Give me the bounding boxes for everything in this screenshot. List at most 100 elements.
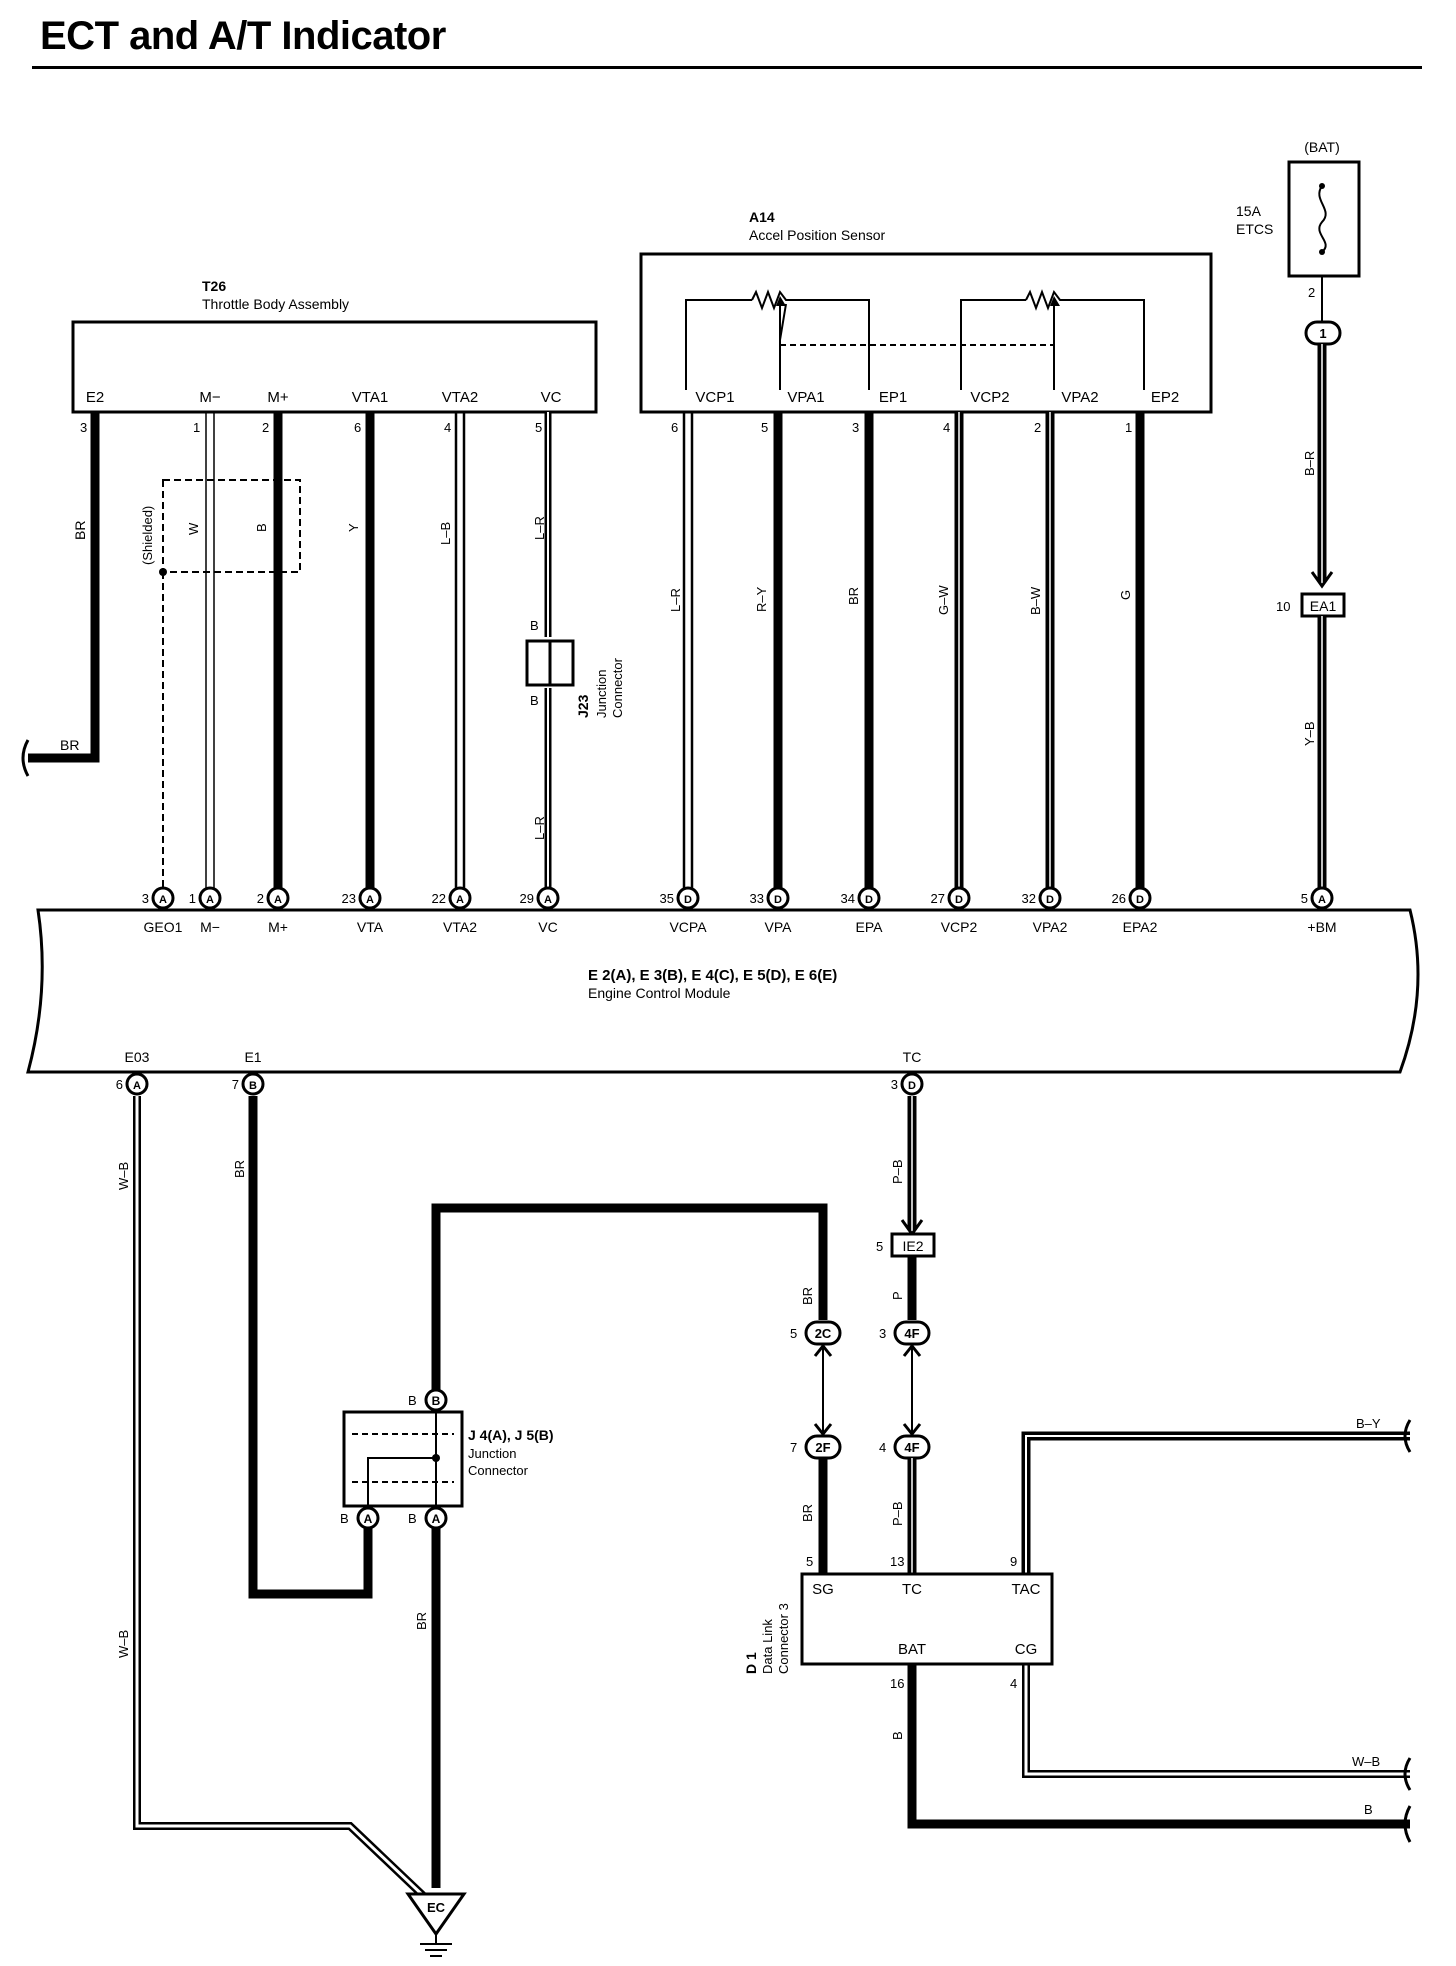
ecm-top-pin: 2 — [257, 891, 264, 906]
ecm-top-terminal: VPA2 — [1033, 919, 1068, 935]
wire-br-out: BR — [60, 737, 79, 753]
dlc-name2: Connector 3 — [776, 1603, 791, 1674]
bm-wires: B–R EA1 10 Y–B — [1276, 344, 1346, 888]
wire-vpa-ry: R–Y — [754, 586, 769, 612]
ecm-top-terminal: EPA2 — [1123, 919, 1158, 935]
ecm-top-pin: 32 — [1022, 891, 1036, 906]
c2c-label: 2C — [815, 1326, 832, 1341]
j4j5-name1: Junction — [468, 1446, 516, 1461]
wire-tac-by: B–Y — [1356, 1416, 1381, 1431]
j-top-pin: B — [408, 1393, 417, 1408]
j-br-conn: A — [432, 1512, 441, 1526]
ecm-top-terminal: VCPA — [669, 919, 707, 935]
wire-m-plus-b: B — [254, 523, 269, 532]
ecm-top-connectors: A3GEO1A1M−A2M+A23VTAA22VTA2A29VCD35VCPAD… — [142, 886, 1337, 935]
ie2-pin: 5 — [876, 1239, 883, 1254]
wire-epa-br: BR — [846, 587, 861, 605]
ecm-top-pin: 35 — [660, 891, 674, 906]
a14-term-vpa2: VPA2 — [1061, 389, 1098, 406]
c2f-label: 2F — [815, 1440, 830, 1455]
j-bl-pin: B — [340, 1511, 349, 1526]
t26-pin-e2: 3 — [80, 420, 87, 435]
ecm-top-pin: 22 — [432, 891, 446, 906]
t26-term-vta2: VTA2 — [442, 389, 478, 406]
shield-box — [162, 479, 301, 573]
c2f-pin: 7 — [790, 1440, 797, 1455]
wire-br-dlc2: BR — [800, 1504, 815, 1522]
dlc-pin-tc: 13 — [890, 1554, 904, 1569]
ecm-bot-terminal: E1 — [244, 1049, 261, 1065]
t26-pin-vta1: 6 — [354, 420, 361, 435]
ie2-label: IE2 — [902, 1238, 923, 1254]
ecm-top-conn-letter: D — [1046, 894, 1054, 906]
c4fa-pin: 3 — [879, 1326, 886, 1341]
t26-term-m-minus: M− — [199, 389, 220, 406]
ecm-top-conn-letter: D — [774, 894, 782, 906]
dlc-term-cg: CG — [1015, 1641, 1038, 1658]
ecm-top-conn-letter: D — [684, 894, 692, 906]
j4j5-name2: Connector — [468, 1463, 529, 1478]
t26-name: Throttle Body Assembly — [202, 296, 349, 312]
dlc-term-tac: TAC — [1012, 1581, 1041, 1598]
wire-br-dlc1: BR — [800, 1287, 815, 1305]
j23-name1: Junction — [594, 670, 609, 718]
t26-wires: BR BR (Shielded) W B Y L–B — [21, 412, 552, 888]
t26-pin-vc: 5 — [535, 420, 542, 435]
ecm-top-terminal: EPA — [856, 919, 884, 935]
ecm-top-conn-letter: A — [206, 894, 214, 906]
ecm-top-connector: A2M+ — [257, 886, 290, 935]
ecm-top-terminal: VC — [538, 919, 557, 935]
j-top-conn: B — [432, 1394, 441, 1408]
j23-pin-top: B — [530, 618, 539, 633]
dlc-pin-cg: 4 — [1010, 1676, 1017, 1691]
ecm-top-conn-letter: A — [544, 894, 552, 906]
dlc-term-tc: TC — [902, 1581, 922, 1598]
ecm-bot-pin: 6 — [116, 1077, 123, 1092]
fuse-etcs: (BAT) 15A ETCS 2 1 — [1236, 139, 1361, 346]
wire-epa2-g: G — [1118, 590, 1133, 600]
ea1-label: EA1 — [1310, 598, 1337, 614]
ecm-top-terminal: GEO1 — [144, 919, 183, 935]
ground-label: EC — [427, 1900, 446, 1915]
t26-term-vc: VC — [541, 389, 562, 406]
bat-label: (BAT) — [1304, 139, 1340, 155]
wire-b-out: B — [1364, 1802, 1373, 1817]
ecm-name: Engine Control Module — [588, 985, 731, 1001]
wire-vcp2-gw: G–W — [936, 585, 951, 615]
throttle-body-assembly: T26 Throttle Body Assembly E2 M− M+ VTA1… — [71, 278, 598, 435]
wire-vc-lr-lower: L–R — [532, 816, 547, 840]
wire-e2-br: BR — [72, 521, 88, 540]
ground-ec: EC — [405, 1892, 467, 1957]
ecm-top-pin: 3 — [142, 891, 149, 906]
a14-term-vpa1: VPA1 — [787, 389, 824, 406]
wire-bm-yb: Y–B — [1302, 721, 1317, 746]
j4j5-codes: J 4(A), J 5(B) — [468, 1427, 554, 1443]
ecm-bot-pin: 7 — [232, 1077, 239, 1092]
ecm-top-pin: 33 — [750, 891, 764, 906]
ecm-top-conn-letter: A — [366, 894, 374, 906]
ecm-top-pin: 5 — [1301, 891, 1308, 906]
j-bl-conn: A — [364, 1512, 373, 1526]
ecm-top-pin: 26 — [1112, 891, 1126, 906]
fuse-conn: 1 — [1319, 326, 1326, 341]
ecm-top-pin: 29 — [520, 891, 534, 906]
ecm-bot-conn-letter: B — [249, 1080, 257, 1092]
wire-vpa2-bw: B–W — [1028, 586, 1043, 615]
ecm-bot-terminal: E03 — [125, 1049, 150, 1065]
c4fb-label: 4F — [904, 1440, 919, 1455]
wire-vcpa-lr: L–R — [668, 588, 683, 612]
fuse-rating: 15A — [1236, 203, 1262, 219]
page-title: ECT and A/T Indicator — [40, 14, 446, 58]
data-link-connector-3: SG TC TAC BAT CG 5 13 9 16 4 D 1 Data Li… — [743, 1554, 1054, 1691]
title-rule — [32, 66, 1422, 69]
